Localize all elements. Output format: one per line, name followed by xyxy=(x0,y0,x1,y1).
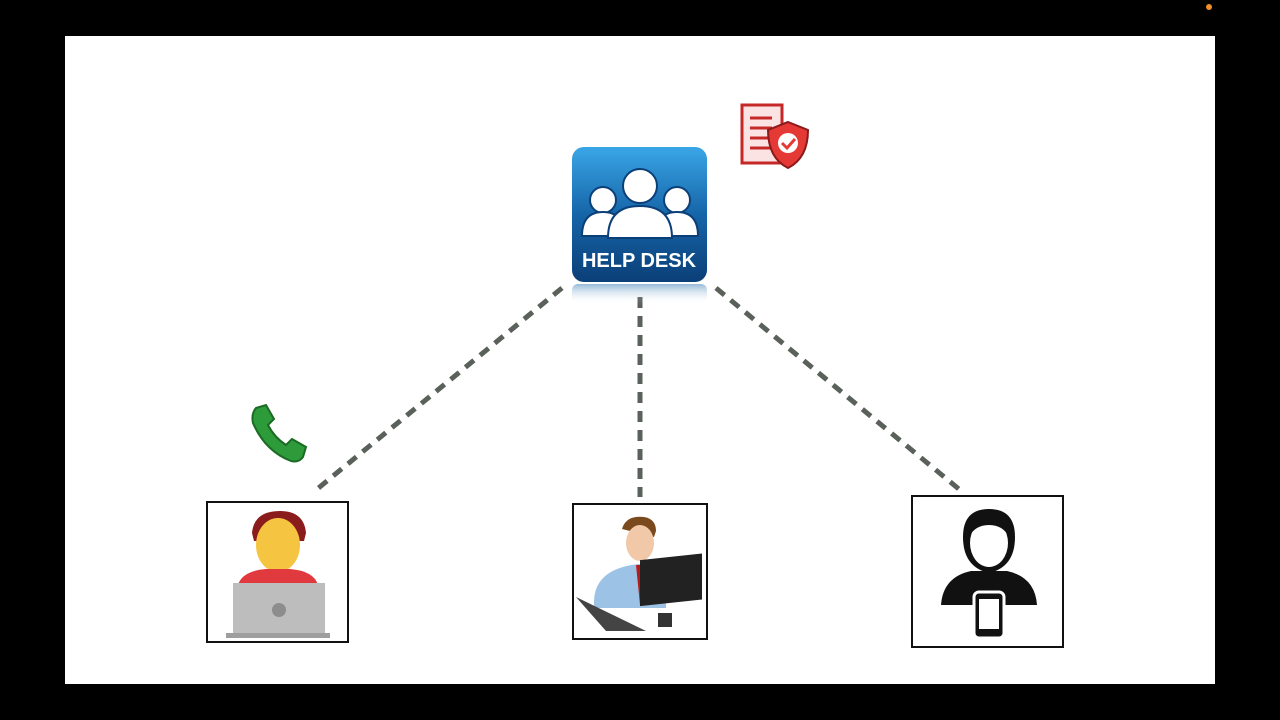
document-shield-icon xyxy=(740,103,810,170)
person-smartphone-icon xyxy=(941,509,1037,640)
helpdesk-label: HELP DESK xyxy=(582,250,697,272)
recording-indicator xyxy=(1206,4,1212,10)
mobile-user-node xyxy=(911,495,1064,648)
laptop-user-node xyxy=(206,501,349,643)
phone-icon xyxy=(251,403,308,463)
person-computer-icon xyxy=(576,516,702,631)
headset-agents-icon xyxy=(580,168,700,239)
desktop-user-node xyxy=(572,503,708,640)
connector-lines xyxy=(314,286,962,497)
person-laptop-icon xyxy=(226,511,330,638)
connector-right xyxy=(714,286,962,492)
connector-left xyxy=(314,286,564,492)
helpdesk-icon xyxy=(572,147,707,304)
